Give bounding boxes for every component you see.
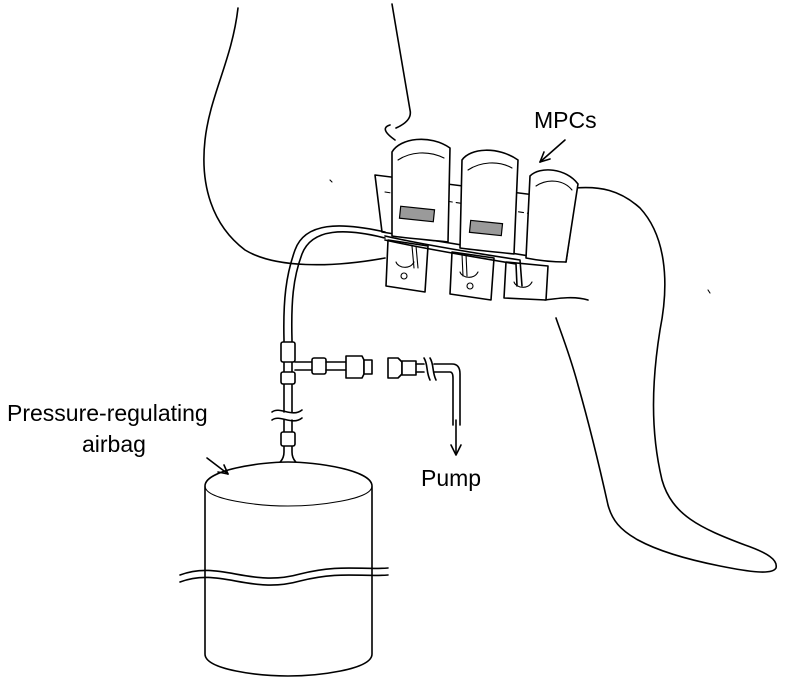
mpcs-arrow [539, 139, 566, 163]
leg-outline [203, 3, 777, 573]
main-tube [269, 225, 386, 469]
regulator-label-line2: airbag [82, 431, 146, 457]
mpc-cuff-2 [449, 149, 519, 301]
mpc-cuff-3 [503, 169, 579, 301]
pressure-regulating-airbag [179, 461, 389, 677]
airbag-arrow [206, 457, 229, 475]
regulator-label-line1: Pressure-regulating [7, 400, 208, 426]
mpcs-label: MPCs [534, 107, 597, 133]
pump-line [387, 357, 462, 456]
mpc-cuff-1 [385, 138, 451, 293]
pump-branch [294, 355, 373, 379]
cuff-manifold-tube [384, 235, 523, 287]
pump-label: Pump [421, 465, 481, 491]
